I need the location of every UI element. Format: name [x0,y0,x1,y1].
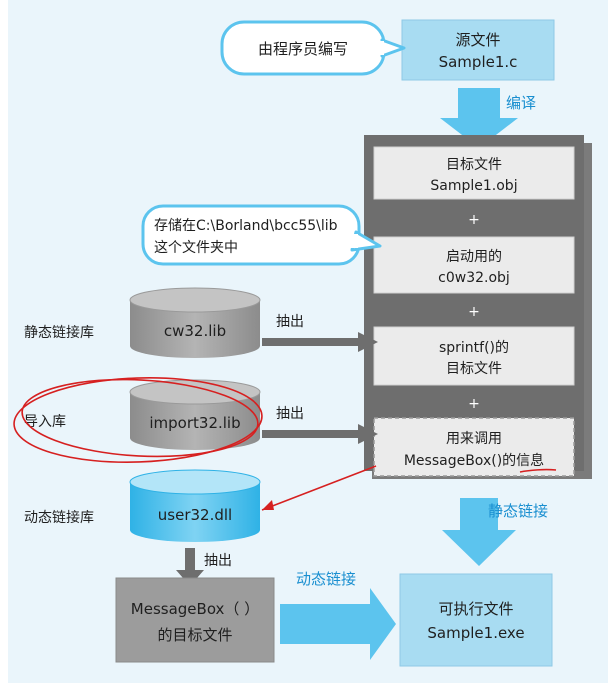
startup-line2: c0w32.obj [438,270,510,286]
red-circle-import-lib [13,377,263,463]
lib-path-line1: 存储在C:\Borland\bcc55\lib [154,218,338,234]
source-file-box: 源文件 Sample1.c [401,19,555,81]
speech-bubble-lib-path: 存储在C:\Borland\bcc55\lib 这个文件夹中 [141,204,382,266]
source-file-line1: 源文件 [455,31,500,49]
user32-label: user32.dll [158,506,232,524]
speech-bubble-programmer: 由程序员编写 [220,20,406,76]
red-underline-info [519,468,557,473]
executable-line2: Sample1.exe [427,624,524,642]
static-link-arrow [442,498,516,566]
startup-line1: 启动用的 [446,249,502,265]
dynamic-link-arrow [280,588,396,660]
messagebox-object-box: MessageBox（ ） 的目标文件 [115,577,275,663]
lib-path-line2: 这个文件夹中 [154,239,238,256]
red-annotation [13,377,557,511]
cylinder-user32: user32.dll [129,469,261,542]
messagebox-obj-line2: 的目标文件 [157,626,232,644]
object-file-line1: 目标文件 [446,157,502,173]
cylinder-cw32: cw32.lib [129,287,261,358]
extract-arrow-cw32 [262,332,378,352]
cylinder-import32: import32.lib [129,379,261,450]
sprintf-line2: 目标文件 [446,361,502,377]
plus-3: + [468,396,480,412]
compile-label: 编译 [506,94,536,112]
speech-bubble-programmer-text: 由程序员编写 [258,40,348,58]
import-lib-label: 导入库 [24,414,66,430]
cw32-label: cw32.lib [164,322,226,340]
red-arrowhead [262,500,274,510]
extract-label-3: 抽出 [204,553,232,569]
executable-line1: 可执行文件 [438,600,513,618]
static-lib-label: 静态链接库 [24,324,94,341]
executable-box: 可执行文件 Sample1.exe [399,573,553,667]
linker-panel: 目标文件 Sample1.obj + 启动用的 c0w32.obj + spri… [364,135,592,479]
dynamic-lib-label: 动态链接库 [24,509,94,526]
compile-arrow [440,88,518,148]
import32-label: import32.lib [149,414,240,432]
static-link-label: 静态链接 [488,502,548,520]
dynamic-link-label: 动态链接 [296,570,356,588]
source-file-line2: Sample1.c [439,53,518,71]
extract-label-2: 抽出 [276,406,304,422]
red-connector-line [261,465,377,511]
messagebox-info-line2: MessageBox()的信息 [404,452,544,469]
extract-arrow-import32 [262,424,378,444]
sprintf-line1: sprintf()的 [439,340,509,356]
messagebox-obj-line1: MessageBox（ ） [131,600,259,618]
extract-label-1: 抽出 [276,314,304,330]
object-file-line2: Sample1.obj [430,178,517,194]
plus-2: + [468,304,480,320]
messagebox-info-line1: 用来调用 [446,431,502,447]
plus-1: + [468,212,480,228]
red-circle-import-lib-2 [21,378,259,458]
